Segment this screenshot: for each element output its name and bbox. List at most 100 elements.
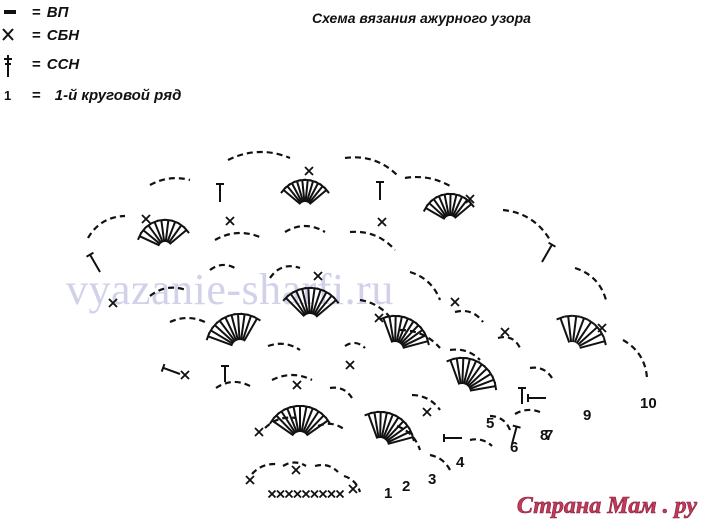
single-crochet-mark — [345, 360, 355, 370]
chain-arch — [215, 380, 251, 389]
double-crochet-mark — [469, 381, 498, 392]
double-crochet-mark — [243, 315, 261, 342]
double-crochet-mark — [160, 363, 181, 375]
single-crochet-mark — [327, 489, 336, 499]
double-crochet-mark — [305, 416, 331, 437]
double-crochet-mark — [137, 232, 160, 247]
chain-arch — [344, 156, 399, 177]
single-crochet-mark — [465, 194, 475, 204]
single-crochet-mark — [348, 484, 358, 494]
double-crochet-mark — [168, 226, 190, 245]
double-crochet-mark — [572, 314, 581, 343]
row-number-label: 6 — [510, 439, 518, 456]
chain-arch — [529, 366, 553, 379]
double-crochet-mark — [556, 315, 571, 343]
chain-arch — [227, 150, 291, 161]
single-crochet-mark — [292, 380, 302, 390]
row-number-label: 7 — [545, 427, 553, 444]
chain-arch — [469, 438, 493, 447]
row-number-label: 2 — [402, 478, 410, 495]
double-crochet-mark — [541, 241, 556, 263]
single-crochet-mark — [450, 297, 460, 307]
single-crochet-mark — [225, 216, 235, 226]
chain-arch — [169, 316, 206, 324]
double-crochet-mark — [511, 424, 521, 445]
legend-item-row: 1 = 1-й круговой ряд — [0, 84, 181, 106]
single-crochet-mark — [318, 489, 328, 499]
chain-arch — [454, 309, 484, 323]
legend: = ВП = СБН = ССН 1 = 1-й круговой ряд — [0, 0, 300, 110]
legend-eq: = — [32, 3, 41, 21]
legend-label: 1-й круговой ряд — [54, 86, 182, 104]
single-crochet-mark — [291, 465, 301, 475]
legend-eq: = — [32, 55, 41, 73]
single-crochet-mark — [377, 217, 387, 227]
chain-arch — [269, 265, 301, 279]
double-crochet-mark — [166, 219, 180, 243]
single-crochet-icon — [0, 24, 30, 46]
double-crochet-mark — [308, 186, 330, 205]
double-crochet-mark — [577, 323, 601, 346]
row-number-label: 8 — [540, 427, 548, 444]
single-crochet-mark — [276, 489, 285, 499]
single-crochet-mark — [310, 489, 319, 499]
double-crochet-mark — [315, 296, 340, 318]
single-crochet-mark — [313, 271, 323, 281]
chain-arch — [497, 335, 521, 349]
chain-arch — [574, 266, 608, 301]
chain-arch — [329, 386, 353, 399]
chain-arch — [399, 328, 441, 349]
double-crochet-mark — [157, 218, 166, 243]
chain-arch — [409, 270, 442, 301]
chain-arch — [349, 230, 396, 251]
chain-arch — [411, 393, 441, 411]
chain-arch — [314, 463, 339, 473]
double-crochet-mark — [579, 337, 607, 349]
chain-arch — [284, 224, 326, 233]
chain-arch — [149, 177, 191, 186]
chain-arch — [344, 341, 366, 349]
double-crochet-mark — [573, 315, 589, 343]
double-crochet-mark — [453, 200, 475, 219]
double-crochet-mark — [527, 394, 546, 402]
double-crochet-mark — [376, 181, 384, 200]
chain-arch — [514, 408, 541, 415]
legend-label: СБН — [46, 26, 80, 44]
chain-stitch-icon — [0, 1, 30, 23]
chain-arch — [317, 422, 346, 431]
chain-arch — [489, 414, 512, 431]
legend-eq: = — [32, 86, 41, 104]
chain-arch — [209, 263, 236, 271]
chain-arch — [404, 175, 451, 187]
chain-arch — [267, 342, 301, 351]
single-crochet-mark — [374, 313, 384, 323]
row-number-label: 3 — [428, 471, 436, 488]
legend-eq: = — [32, 26, 41, 44]
chain-arch — [149, 286, 187, 297]
double-crochet-mark — [443, 434, 462, 442]
single-crochet-mark — [141, 214, 151, 224]
double-crochet-mark — [564, 314, 573, 343]
legend-item-double-crochet: = ССН — [0, 53, 79, 77]
single-crochet-mark — [422, 407, 432, 417]
row-number-label: 9 — [583, 407, 591, 424]
single-crochet-mark — [108, 298, 118, 308]
legend-item-chain: = ВП — [0, 1, 68, 23]
double-crochet-mark — [167, 222, 186, 244]
double-crochet-mark — [518, 387, 526, 404]
chain-arch — [271, 373, 313, 381]
double-crochet-mark — [575, 318, 596, 344]
double-crochet-mark — [140, 226, 161, 245]
brand-logo: Страна Мам . ру — [517, 493, 698, 520]
double-crochet-mark — [164, 218, 173, 243]
single-crochet-mark — [304, 166, 314, 176]
double-crochet-mark — [221, 365, 229, 382]
chain-arch — [87, 214, 126, 239]
double-crochet-mark — [150, 219, 164, 243]
chain-arch — [396, 424, 422, 451]
chain-arch — [359, 298, 393, 321]
double-crochet-mark — [86, 251, 101, 273]
single-crochet-mark — [293, 489, 302, 499]
diagram-title: Схема вязания ажурного узора — [312, 10, 531, 26]
